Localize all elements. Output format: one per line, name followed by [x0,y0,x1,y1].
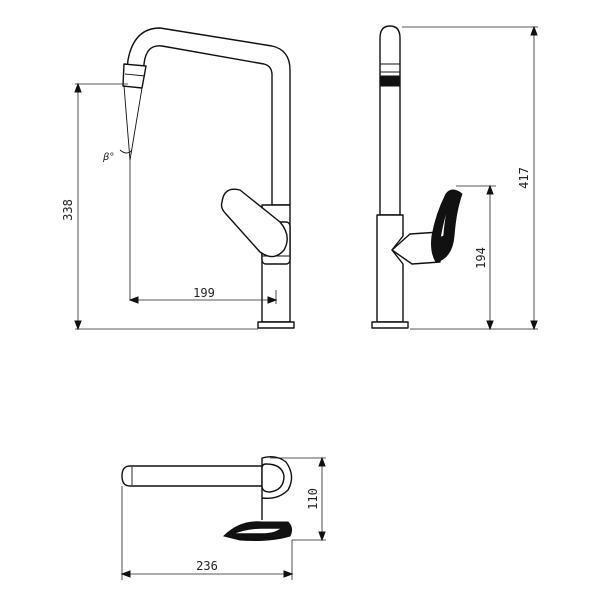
dimension-417: 417 [402,25,538,331]
side-spout [379,25,401,216]
front-angle-label: β° [102,152,114,163]
front-lever-handle [220,188,288,258]
front-view: β° 338 199 [61,27,295,331]
side-base [371,321,409,329]
dimension-199-label: 199 [193,286,215,300]
top-view: 110 236 [120,455,326,580]
dimension-236-label: 236 [196,559,218,573]
side-body [376,214,404,323]
dimension-110-label: 110 [306,488,320,510]
side-lever-handle [431,189,463,263]
front-water-jet [123,85,131,161]
dimension-110: 110 [270,456,326,542]
dimension-417-label: 417 [517,167,531,189]
top-spout [121,465,279,487]
dimension-338: 338 [61,82,258,331]
front-spout [125,27,291,206]
dimension-338-label: 338 [61,199,75,221]
dimension-194: 194 [456,184,496,331]
dimension-236: 236 [120,486,294,580]
dimension-199: 199 [128,286,278,304]
front-base [257,321,295,329]
side-view: 417 194 [371,25,538,331]
dimension-194-label: 194 [474,247,488,269]
